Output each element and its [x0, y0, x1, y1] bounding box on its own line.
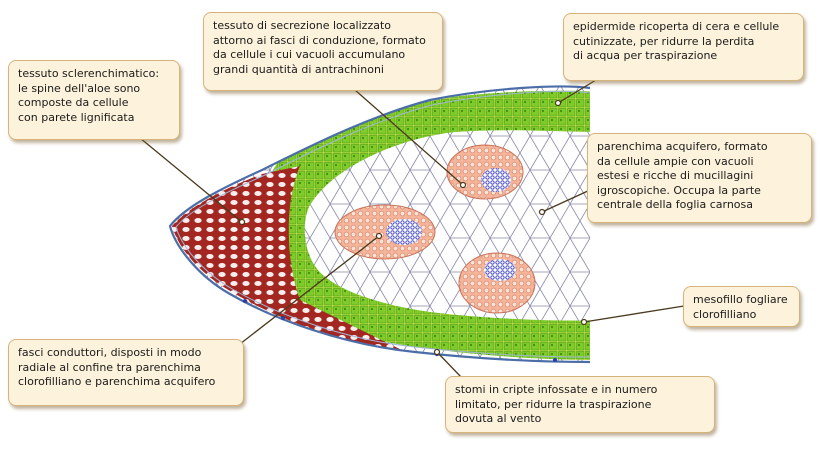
stoma: [243, 299, 247, 303]
leader-line-mesophyll: [584, 306, 684, 322]
vascular-bundle-bottom: [459, 253, 535, 313]
stoma: [553, 358, 557, 362]
callout-mesophyll: mesofillo fogliare clorofilliano: [683, 286, 800, 327]
callout-vascular-bundles: fasci conduttori, disposti in modo radia…: [8, 339, 244, 406]
vascular-bundle-top: [447, 145, 523, 199]
callout-sclerenchyma: tessuto sclerenchimatico: le spine dell'…: [8, 60, 180, 140]
leaf-section: [160, 80, 600, 370]
callout-secretion-tissue: tessuto di secrezione localizzato attorn…: [203, 12, 443, 91]
callout-aquifer-parenchyma: parenchima acquifero, formato da cellule…: [587, 133, 812, 223]
callout-epidermis: epidermide ricoperta di cera e cellule c…: [563, 13, 804, 81]
stoma: [281, 316, 285, 320]
callout-stomata: stomi in cripte infossate e in numero li…: [445, 376, 715, 433]
vascular-bundle-left: [335, 205, 435, 259]
